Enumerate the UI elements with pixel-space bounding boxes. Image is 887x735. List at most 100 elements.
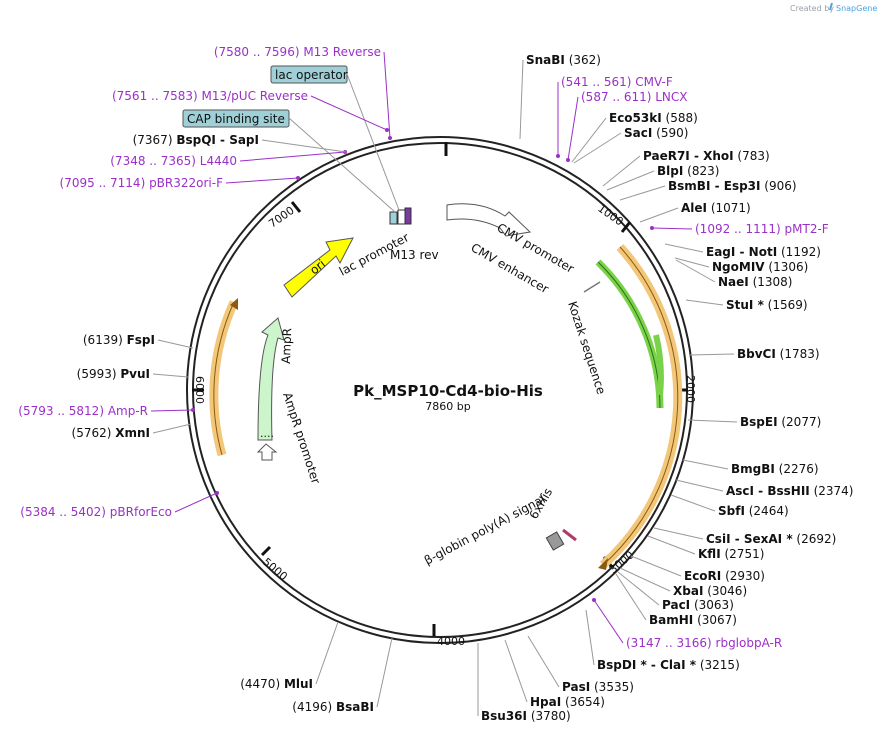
- orf-arc-right-head: [598, 558, 608, 570]
- backbone-outer: [186, 136, 694, 644]
- cap-binding-site-text: CAP binding site: [187, 112, 285, 126]
- enzyme-site-label: Bsu36I (3780): [481, 709, 571, 723]
- enzyme-site-label: PacI (3063): [662, 598, 734, 612]
- primer-site-mark: [650, 226, 654, 230]
- enzyme-site-label: StuI * (1569): [726, 298, 808, 312]
- enzyme-site-label: NgoMIV (1306): [712, 260, 808, 274]
- tick-4000: 4000: [437, 635, 465, 648]
- orf-arc-left-head: [230, 298, 238, 310]
- kozak-green-arc-inner: [653, 334, 664, 396]
- tick-6000: 6000: [193, 376, 206, 404]
- enzyme-site-label: NaeI (1308): [718, 275, 792, 289]
- site-leader: [519, 59, 524, 140]
- lac-operator-box: [389, 211, 398, 225]
- site-leader: [674, 257, 710, 268]
- site-leader: [617, 571, 660, 606]
- primer-site-label: (5793 .. 5812) Amp-R: [18, 404, 148, 418]
- credit-text: Created by: [790, 4, 834, 13]
- cap-binding-site-leader: [288, 117, 396, 213]
- tick-2000: 2000: [684, 375, 697, 403]
- site-leader: [630, 555, 682, 577]
- site-leader: [615, 573, 647, 621]
- lac-promoter-box: [397, 209, 406, 225]
- enzyme-site-label: BamHI (3067): [649, 613, 737, 627]
- site-leader: [150, 409, 194, 412]
- enzyme-site-label: BlpI (823): [657, 164, 719, 178]
- enzyme-site-label: (7367) BspQI - SapI: [133, 133, 259, 147]
- polya-label: β-globin poly(A) signal: [422, 492, 548, 568]
- site-leader: [157, 339, 194, 349]
- enzyme-site-label: AleI (1071): [681, 201, 751, 215]
- site-leader: [152, 373, 189, 378]
- enzyme-site-label: BbvCI (1783): [737, 347, 820, 361]
- site-leader: [685, 299, 724, 306]
- enzyme-site-label: SacI (590): [624, 126, 688, 140]
- site-leader: [261, 139, 347, 153]
- primer-site-label: (3147 .. 3166) rbglobpA-R: [626, 636, 782, 650]
- site-leader: [152, 423, 192, 434]
- enzyme-site-label: XbaI (3046): [673, 584, 747, 598]
- site-leader: [651, 227, 693, 230]
- site-leader: [383, 51, 391, 139]
- lac-operator-leader: [346, 73, 400, 211]
- site-leader: [573, 132, 622, 164]
- cmv-enhancer-arrow: [446, 203, 532, 237]
- site-leader: [593, 599, 624, 644]
- primer-site-label: (541 .. 561) CMV-F: [561, 75, 673, 89]
- primer-site-label: (7561 .. 7583) M13/pUC Reverse: [112, 89, 308, 103]
- site-leaders: [150, 51, 738, 716]
- snapgene-logo-icon: [829, 2, 833, 11]
- site-leader: [567, 96, 579, 161]
- m13-rev-label: M13 rev: [390, 248, 439, 262]
- enzyme-site-label: EcoRI (2930): [684, 569, 765, 583]
- polya-box: [545, 531, 565, 551]
- ampr-promoter-label: AmpR promoter: [280, 391, 323, 486]
- ampr-dots: ....: [260, 427, 274, 440]
- site-leader: [682, 459, 729, 470]
- enzyme-site-label: (4196) BsaBI: [292, 700, 374, 714]
- site-leader: [504, 639, 528, 703]
- primer-site-label: (7095 .. 7114) pBR322ori-F: [60, 176, 224, 190]
- primer-site-mark: [296, 176, 300, 180]
- tick-5000: 5000: [260, 555, 290, 583]
- enzyme-site-label: (4470) MluI: [240, 677, 313, 691]
- enzyme-site-label: PasI (3535): [562, 680, 634, 694]
- enzyme-site-label: HpaI (3654): [530, 695, 605, 709]
- enzyme-site-label: BmgBI (2276): [731, 462, 819, 476]
- site-leader: [687, 419, 738, 423]
- lac-operator-text: lac operator: [275, 68, 348, 82]
- enzyme-site-label: SbfI (2464): [718, 504, 789, 518]
- plasmid-length: 7860 bp: [425, 400, 470, 413]
- primer-site-mark: [191, 408, 195, 412]
- m13-rev-box: [404, 207, 412, 225]
- enzyme-site-label: KflI (2751): [698, 547, 764, 561]
- kozak-marker: [583, 281, 601, 293]
- site-labels: SnaBI (362)(541 .. 561) CMV-F(587 .. 611…: [18, 45, 853, 723]
- enzyme-site-label: (5762) XmnI: [72, 426, 150, 440]
- ampr-label: AmpR: [279, 328, 294, 364]
- site-leader: [675, 479, 724, 492]
- site-leader: [225, 177, 299, 184]
- site-leader: [606, 170, 655, 191]
- site-leader: [315, 621, 339, 685]
- primer-site-label: (7580 .. 7596) M13 Reverse: [214, 45, 381, 59]
- site-leader: [689, 353, 735, 356]
- site-leader: [619, 567, 671, 592]
- primer-site-mark: [592, 598, 596, 602]
- primer-site-label: (7348 .. 7365) L4440: [110, 154, 237, 168]
- enzyme-site-label: BspDI * - ClaI * (3215): [597, 658, 740, 672]
- primer-site-label: (1092 .. 1111) pMT2-F: [695, 222, 829, 236]
- ampr-arrow: [257, 317, 285, 441]
- primer-site-mark: [556, 154, 560, 158]
- site-leader: [619, 185, 666, 201]
- plasmid-name: Pk_MSP10-Cd4-bio-His: [353, 382, 543, 400]
- primer-site-mark: [215, 491, 219, 495]
- site-leader: [376, 637, 393, 708]
- enzyme-site-label: SnaBI (362): [526, 53, 601, 67]
- enzyme-site-label: AscI - BssHII (2374): [726, 484, 853, 498]
- site-leader: [527, 635, 560, 688]
- tick-7000: 7000: [266, 204, 296, 231]
- site-leader: [675, 259, 716, 283]
- enzyme-site-label: (6139) FspI: [83, 333, 155, 347]
